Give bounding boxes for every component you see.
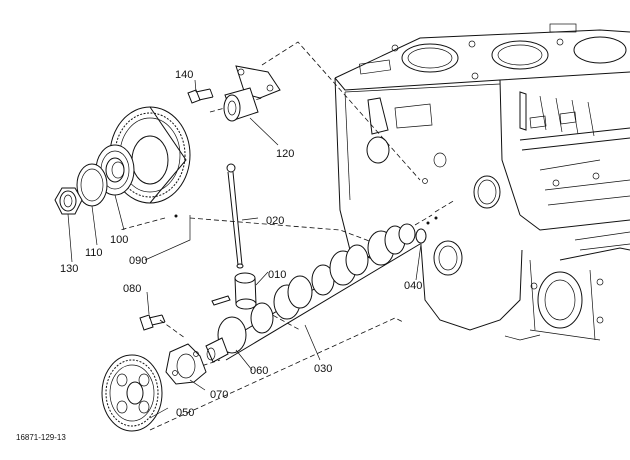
tappet-010 (234, 272, 257, 310)
label-060: 060 (250, 365, 268, 377)
woodruff-key (211, 295, 231, 306)
label-110: 110 (85, 247, 103, 259)
cam-gear-050 (101, 354, 163, 432)
label-140: 140 (175, 69, 193, 81)
bolt-080 (139, 314, 166, 331)
label-120: 120 (276, 148, 294, 160)
bracket-120 (223, 65, 281, 122)
engine-block (334, 23, 630, 341)
label-050: 050 (176, 407, 194, 419)
label-100: 100 (110, 234, 128, 246)
label-130: 130 (60, 263, 78, 275)
drawing-code: 16871-129-13 (16, 433, 66, 442)
label-080: 080 (123, 283, 141, 295)
bolt-140 (187, 88, 214, 104)
nut-130 (54, 187, 83, 215)
camshaft-030 (205, 223, 421, 363)
callout-leaders (67, 79, 422, 419)
part-labels: 020 010 030 040 050 060 070 080 090 100 … (60, 69, 422, 419)
label-090: 090 (129, 255, 147, 267)
label-030: 030 (314, 363, 332, 375)
label-010: 010 (268, 269, 286, 281)
thrust-plate-070 (165, 343, 207, 385)
label-040: 040 (404, 280, 422, 292)
label-070: 070 (210, 389, 228, 401)
label-020: 020 (266, 215, 284, 227)
o-ring-040 (415, 216, 438, 244)
push-rod-020 (226, 163, 244, 269)
